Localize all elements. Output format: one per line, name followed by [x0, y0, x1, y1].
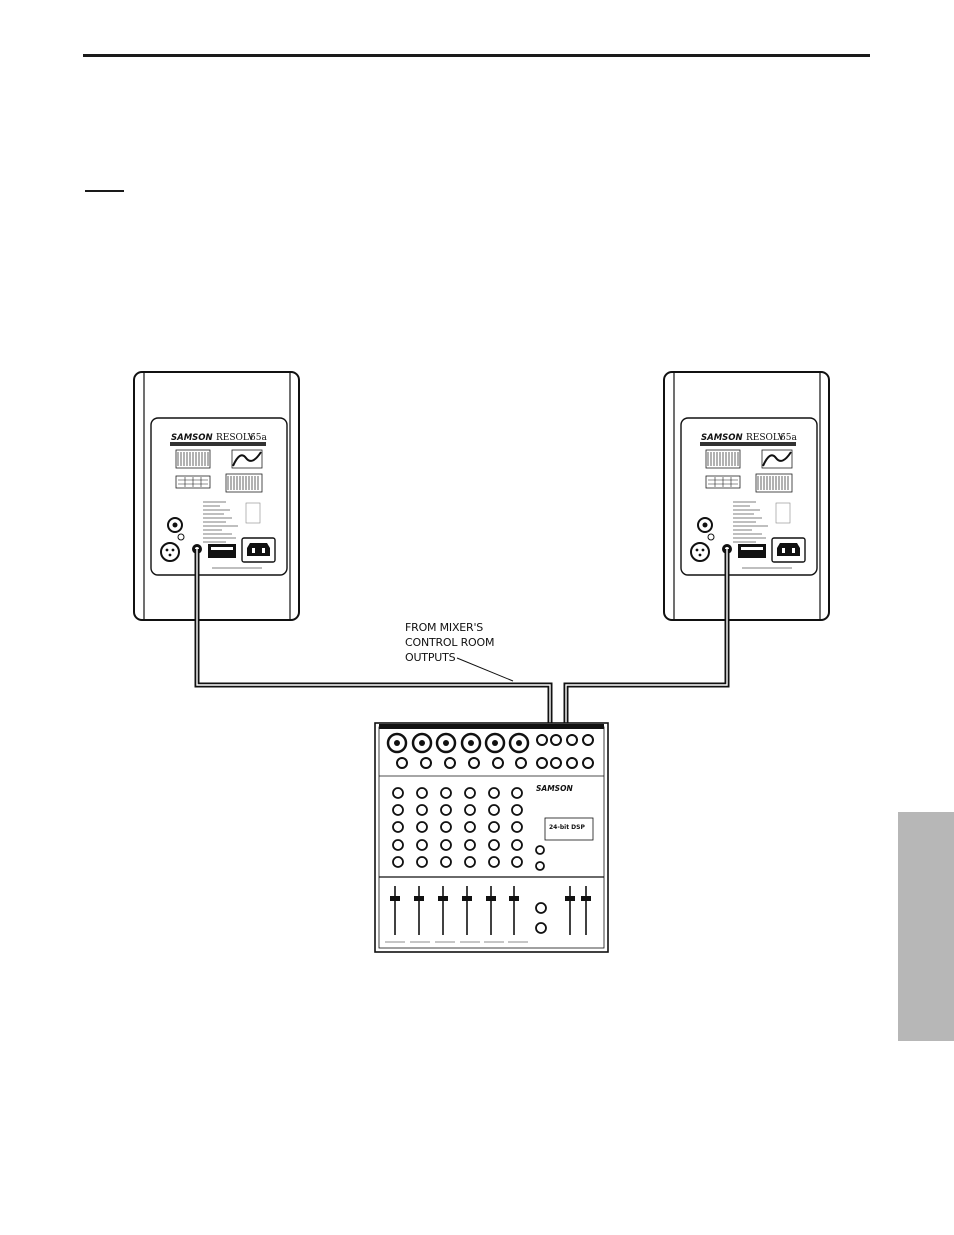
knob-icon — [698, 518, 712, 532]
callout-line-3: OUTPUTS — [405, 650, 494, 665]
left-monitor-model-suffix: 65a — [250, 433, 267, 443]
right-monitor-brand: SAMSON — [701, 433, 743, 443]
iec-power-inlet-icon — [772, 538, 805, 562]
right-monitor: SAMSON RESOLV 65a — [664, 372, 829, 620]
mixer-dsp-label: 24-bit DSP — [549, 824, 585, 831]
xlr-input-icon — [691, 543, 709, 561]
left-monitor-model: RESOLV — [216, 433, 255, 443]
knob-icon — [168, 518, 182, 532]
callout-line-2: CONTROL ROOM — [405, 635, 494, 650]
left-monitor: SAMSON RESOLV 65a — [134, 372, 299, 620]
iec-power-inlet-icon — [242, 538, 275, 562]
left-monitor-brand: SAMSON — [171, 433, 213, 443]
xlr-input-icon — [161, 543, 179, 561]
right-monitor-model-suffix: 65a — [780, 433, 797, 443]
callout-label: FROM MIXER'S CONTROL ROOM OUTPUTS — [405, 620, 494, 665]
mixer: SAMSON 24-bit DSP — [375, 723, 608, 952]
callout-line-1: FROM MIXER'S — [405, 620, 494, 635]
mixer-brand: SAMSON — [536, 784, 573, 793]
right-monitor-model: RESOLV — [746, 433, 785, 443]
